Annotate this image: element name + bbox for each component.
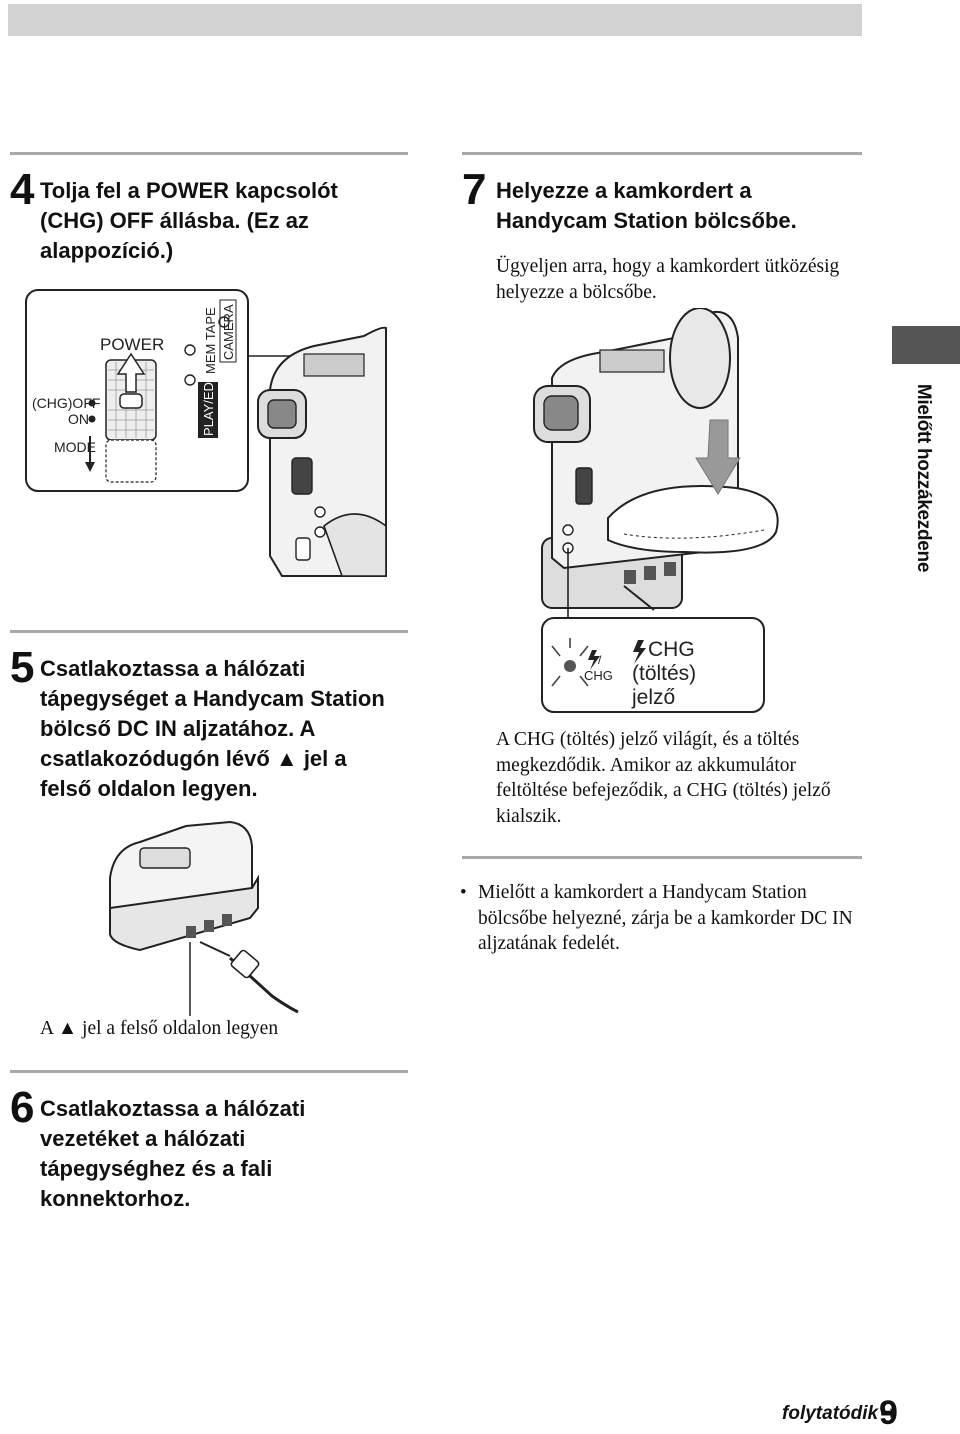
chg-label-indicator: jelző (631, 686, 675, 709)
camera-label: CAMERA (221, 304, 236, 360)
chg-label: CHG (648, 638, 695, 661)
step-6-number: 6 (10, 1083, 35, 1132)
step-5-rule (10, 630, 408, 633)
cradle-dc-plug-illustration (109, 820, 299, 1016)
play-edit-label: PLAY/EDIT (201, 370, 216, 436)
step-7-rule (462, 152, 862, 155)
plug-caption: A ▲ jel a felső oldalon legyen (40, 1018, 279, 1039)
power-switch-illustration: POWER (CHG)OFF ON MODE PLAY/EDIT MEM TAP… (25, 289, 387, 577)
step-7-heading: Helyezze a kamkordert a Handycam Station… (496, 178, 797, 233)
mode-label: MODE (54, 439, 96, 455)
step-7-note: Ügyeljen arra, hogy a kamkordert ütközés… (496, 256, 840, 303)
arrow-right-icon: ➡ (880, 1403, 896, 1424)
header-bar (8, 4, 862, 36)
charge-bolt-icon (633, 640, 646, 664)
chg-indicator-diagram: / CHG CHG (töltés) jelző (541, 617, 765, 713)
chg-label-charging: (töltés) (632, 662, 696, 685)
bullet-note: • Mielőtt a kamkordert a Handycam Statio… (460, 882, 853, 954)
chg-description: A CHG (töltés) jelző világít, és a tölté… (496, 729, 831, 827)
page-number: 9 (879, 1394, 898, 1432)
section-tab-marker (892, 326, 960, 364)
on-label: ON (68, 411, 89, 427)
chg-small-symbol: / (598, 653, 602, 667)
bullet-dot: • (460, 882, 467, 903)
step-6-heading: Csatlakoztassa a hálózati vezetéket a há… (40, 1096, 306, 1211)
continued-label: folytatódik➡ (782, 1403, 896, 1424)
power-label: POWER (100, 335, 164, 354)
step-7-number: 7 (462, 165, 487, 214)
step-6-rule (10, 1070, 408, 1073)
camcorder-in-cradle-illustration (533, 308, 779, 620)
section-tab-label: Mielőtt hozzákezdene (913, 383, 934, 573)
step-4-rule (10, 152, 408, 155)
step-4-heading: Tolja fel a POWER kapcsolót (CHG) OFF ál… (40, 178, 338, 263)
step-5-heading: Csatlakoztassa a hálózati tápegységet a … (40, 656, 385, 801)
chg-small-label: CHG (584, 668, 613, 683)
note-rule (462, 856, 862, 859)
step-4-number: 4 (10, 165, 35, 214)
mem-tape-label: MEM TAPE (203, 307, 218, 374)
chg-off-label: (CHG)OFF (32, 395, 100, 411)
step-5-number: 5 (10, 643, 35, 692)
